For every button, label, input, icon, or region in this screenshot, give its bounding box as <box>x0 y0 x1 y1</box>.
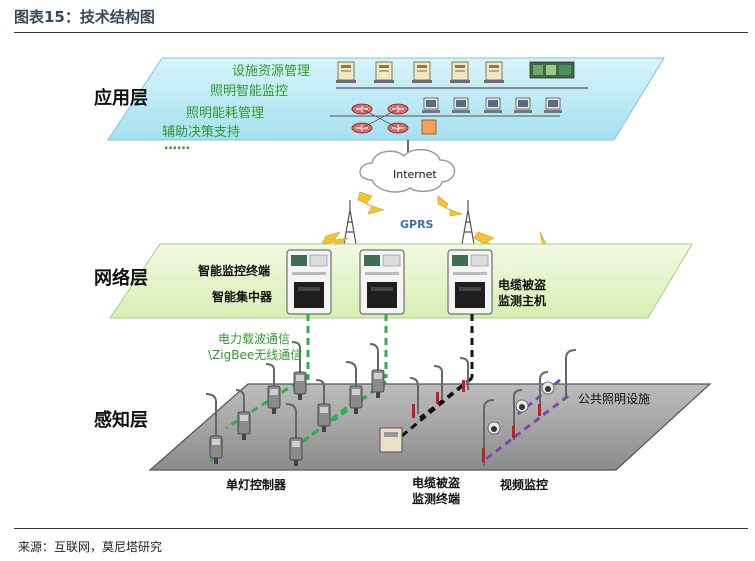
perception-layer-label: 感知层 <box>94 410 148 431</box>
concentrator-label: 智能集中器 <box>212 290 273 304</box>
application-equipment <box>330 61 588 135</box>
function-energy-management: 照明能耗管理 <box>186 106 265 121</box>
network-layer-label: 网络层 <box>94 268 148 289</box>
function-more: …… <box>164 138 190 153</box>
application-layer-plane <box>107 57 665 141</box>
street-lamps <box>205 341 577 466</box>
cable-host-label-line1: 电缆被盗 <box>498 278 547 292</box>
communication-label-line1: 电力载波通信 <box>218 332 291 346</box>
cable-theft-host <box>447 249 493 315</box>
gprs-label: GPRS <box>400 218 434 231</box>
function-facility-resource: 设施资源管理 <box>232 64 311 79</box>
function-lighting-monitoring: 照明智能监控 <box>210 84 289 99</box>
communication-links <box>306 314 474 380</box>
function-decision-support: 辅助决策支持 <box>162 125 241 140</box>
source-note: 来源：互联网，莫尼塔研究 <box>18 540 163 554</box>
figure-title: 图表15：技术结构图 <box>14 8 155 26</box>
communication-label-line2: \ZigBee无线通信 <box>208 348 303 362</box>
video-cameras <box>482 381 555 462</box>
bottom-rule <box>14 528 748 529</box>
cable-terminal-label-line2: 监测终端 <box>412 492 461 506</box>
internet-label: Internet <box>393 168 437 181</box>
monitor-terminal-1 <box>286 249 332 315</box>
cable-theft-terminal-device <box>379 380 465 453</box>
internet-cloud <box>359 140 456 193</box>
black-field-links <box>391 376 473 446</box>
monitor-terminal-2 <box>359 249 405 315</box>
cable-terminal-label-line1: 电缆被盗 <box>412 476 461 490</box>
video-monitoring-label: 视频监控 <box>500 478 549 492</box>
cable-host-label-line2: 监测主机 <box>498 294 547 308</box>
monitor-terminal-label: 智能监控终端 <box>198 264 271 278</box>
single-lamp-controller-label: 单灯控制器 <box>226 478 287 492</box>
public-lighting-label: 公共照明设施 <box>578 392 651 406</box>
gprs-towers <box>343 200 475 245</box>
application-layer-label: 应用层 <box>94 88 148 109</box>
top-rule <box>14 32 748 33</box>
